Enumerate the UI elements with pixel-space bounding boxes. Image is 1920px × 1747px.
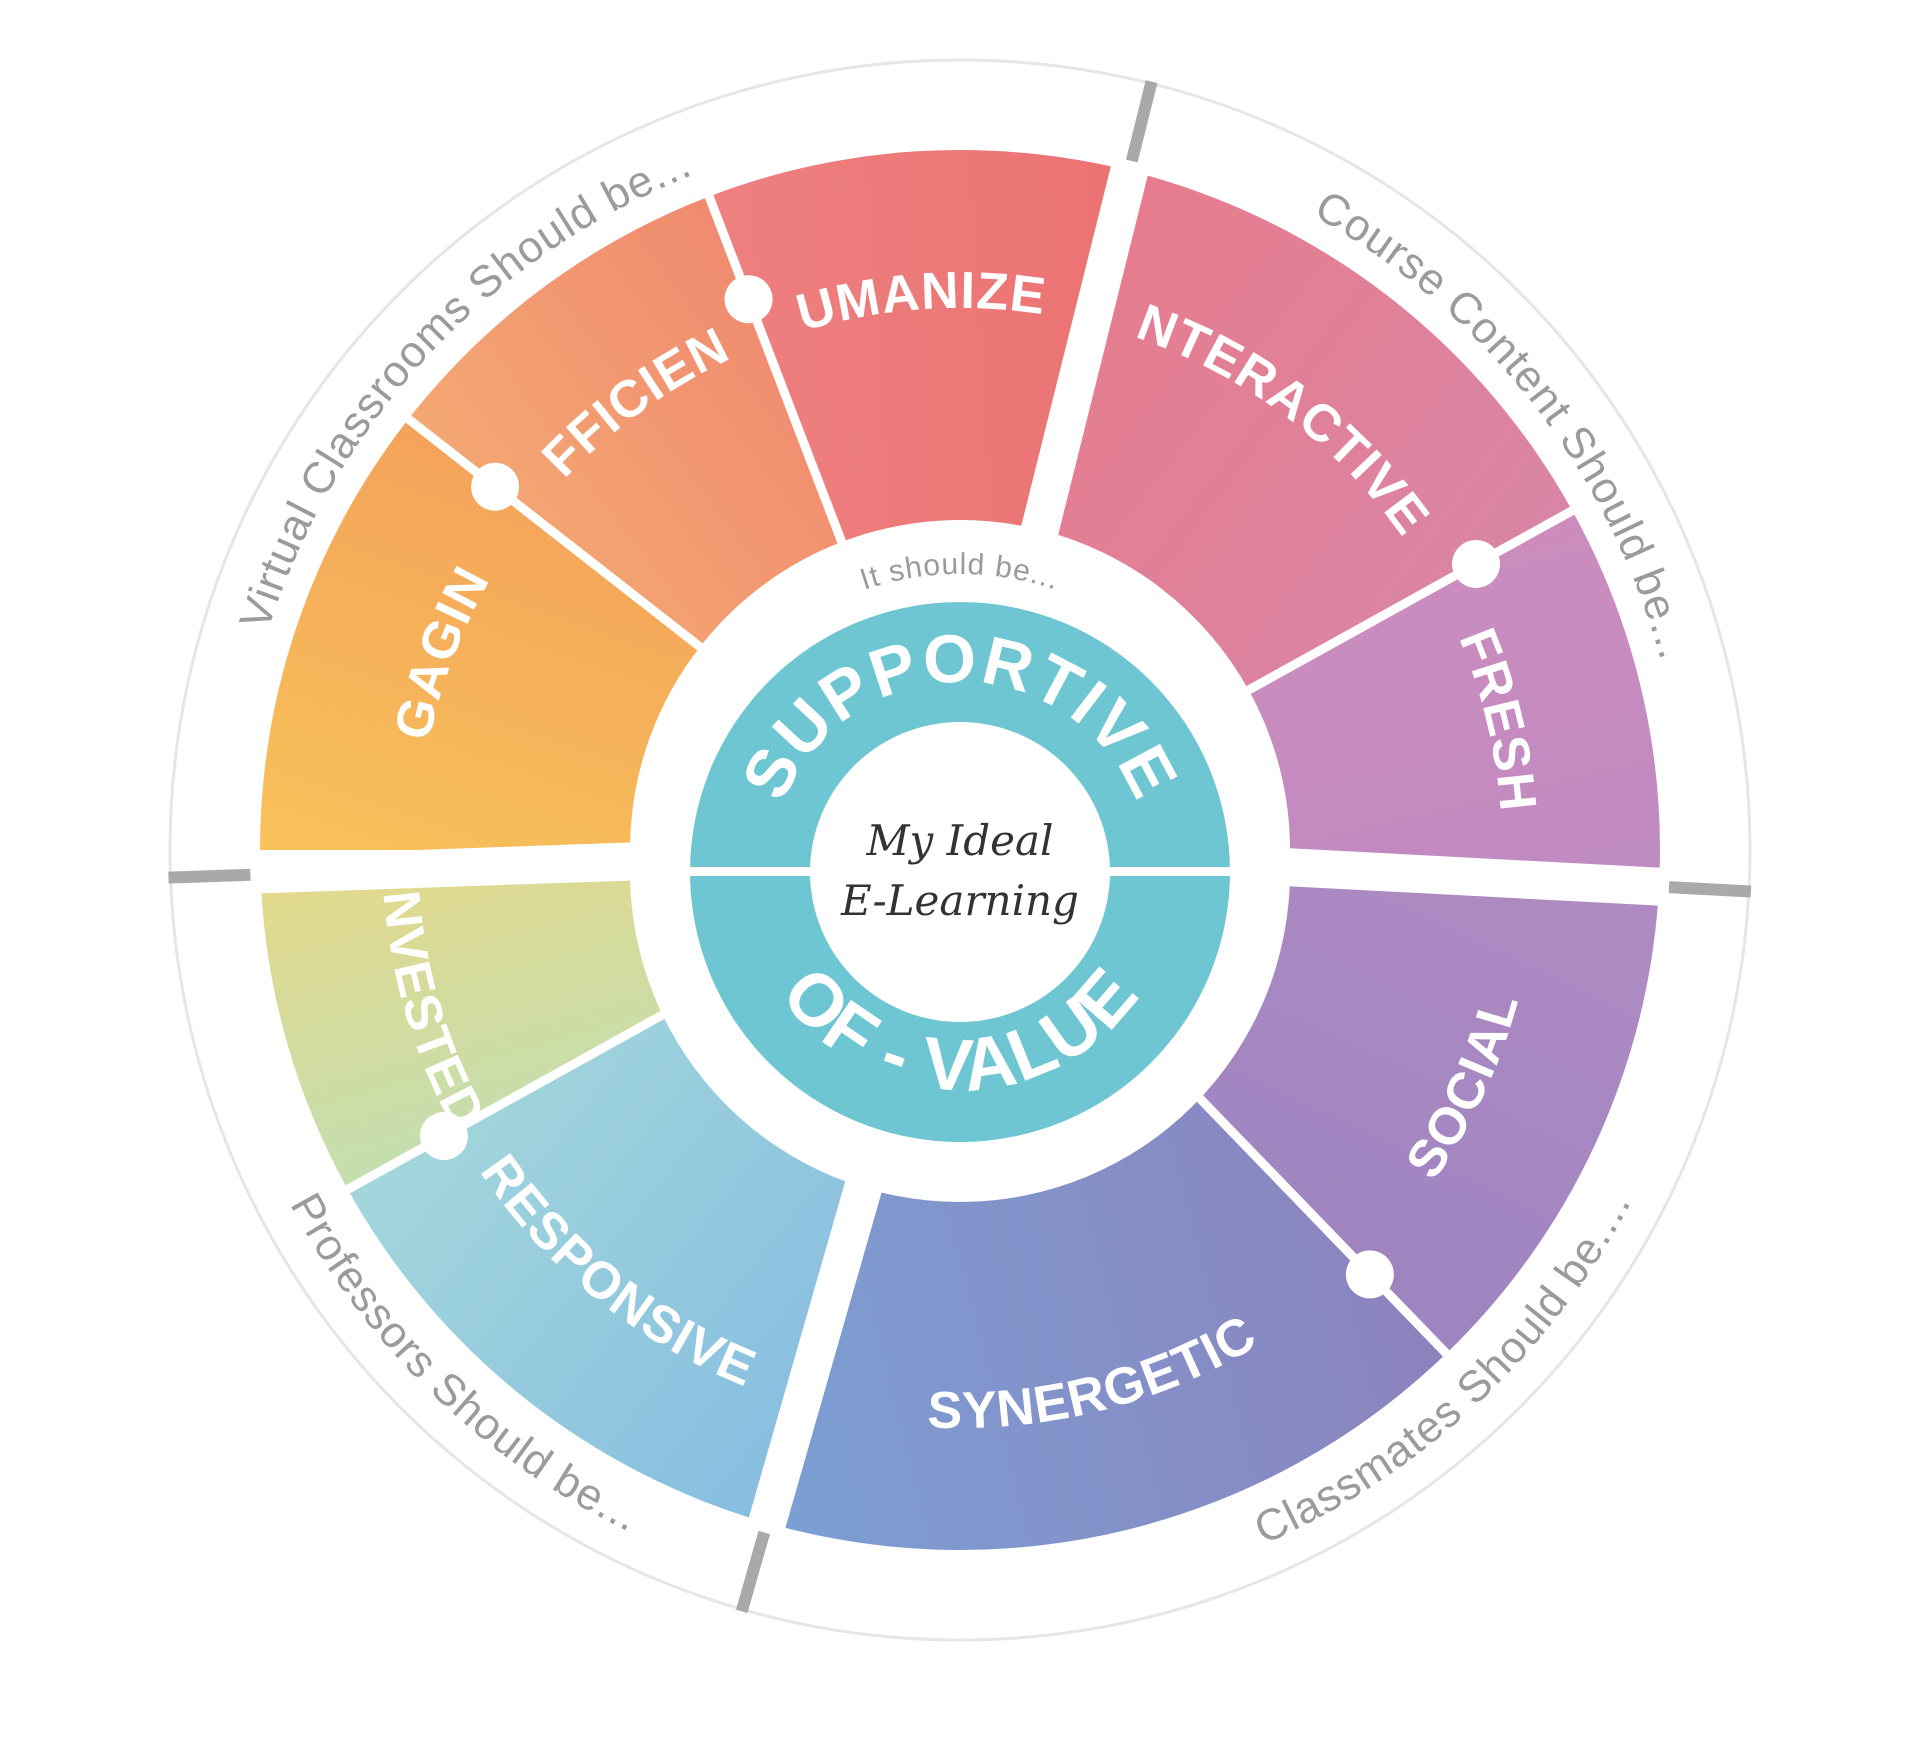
segment-divider-dot [1452, 539, 1501, 588]
quadrant-divider-tick [1124, 80, 1158, 171]
segment-divider-dot [419, 1112, 468, 1161]
segment-divider-dot [471, 462, 520, 511]
segment-divider-line [405, 415, 719, 663]
segment-interactive [1039, 170, 1573, 691]
quadrant-gap [746, 1123, 899, 1538]
center-hub: It should be... SUPPORTIVE OF - VALUE My… [630, 542, 1290, 1202]
segment-social [1189, 873, 1659, 1354]
quadrant-dividers [168, 80, 1752, 1613]
segment-invested [260, 861, 672, 1190]
segment-synergetic [767, 1087, 1447, 1550]
segment-divider-dot [1345, 1250, 1394, 1299]
segment-engaging [260, 419, 700, 850]
quadrant-gap [249, 841, 671, 894]
hub-core-circle [810, 722, 1110, 1022]
quadrant-gaps [249, 156, 1671, 1538]
segment-divider-line [1172, 1069, 1450, 1357]
quadrant-gap [1248, 846, 1671, 907]
core-line-1: My Ideal [866, 816, 1054, 865]
quadrant-divider-tick [168, 868, 259, 884]
core-line-2: E-Learning [840, 876, 1079, 925]
segment-divider-line [704, 194, 854, 563]
segment-divider-line [345, 996, 692, 1194]
quadrant-gap [1011, 156, 1151, 574]
segment-dots [345, 194, 1575, 1357]
segment-ring [260, 149, 1660, 1550]
segment-divider-line [1228, 506, 1575, 704]
segment-responsive [347, 1009, 870, 1523]
quadrant-divider-tick [1660, 880, 1752, 898]
segment-divider-dot [724, 275, 773, 324]
quadrant-divider-tick [735, 1523, 773, 1613]
segment-humanized [709, 149, 1130, 542]
segment-fresh [1248, 510, 1660, 875]
